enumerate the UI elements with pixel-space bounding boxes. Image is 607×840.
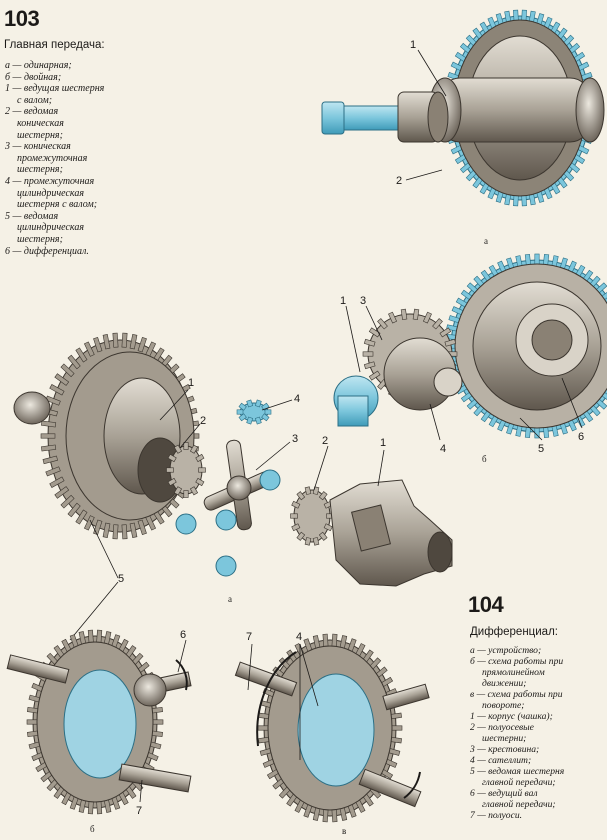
- callout-104a-1: 1: [159, 377, 194, 421]
- legend-item: 4 — сателлит;: [470, 755, 532, 766]
- differential-turning: [234, 633, 430, 823]
- svg-text:1: 1: [340, 295, 346, 307]
- callout-103b-6: 6: [561, 377, 584, 443]
- side-gear-left: [166, 442, 206, 498]
- callout-103b-4: 4: [429, 403, 446, 455]
- callout-103a-1: 1: [410, 39, 447, 97]
- svg-text:1: 1: [380, 437, 386, 449]
- svg-text:2: 2: [322, 435, 328, 447]
- legend-item: а — одинарная;: [5, 60, 72, 71]
- callout-103b-1: 1: [340, 295, 361, 373]
- figure-104-number: 104: [468, 592, 504, 617]
- callout-104a-2: 2: [179, 415, 206, 449]
- callout-104b-7: 7: [136, 779, 143, 817]
- svg-text:2: 2: [200, 415, 206, 427]
- legend-item: б — двойная;: [5, 71, 62, 83]
- final-drive-double: [333, 253, 607, 439]
- satellite-gears: [175, 399, 281, 577]
- callout-104a-3: 3: [255, 433, 298, 471]
- callout-104a-1b: 1: [377, 437, 386, 487]
- legend-item: 7 — полуоси.: [470, 810, 523, 821]
- legend-item: 6 — дифференциал.: [5, 245, 89, 257]
- subfigure-label-104b: б: [90, 824, 95, 834]
- callout-103b-5: 5: [519, 417, 544, 455]
- callout-104v-4: 4: [296, 631, 319, 760]
- drive-pinion-cyan: [333, 375, 379, 427]
- svg-text:2: 2: [396, 175, 402, 187]
- callout-103a-2: 2: [396, 169, 443, 187]
- svg-text:5: 5: [118, 573, 124, 585]
- svg-text:4: 4: [294, 393, 300, 405]
- subfigure-label-104a: а: [228, 594, 232, 604]
- final-drive-single: [321, 9, 605, 207]
- callout-104a-4: 4: [261, 393, 300, 411]
- svg-text:1: 1: [188, 377, 194, 389]
- callout-103b-3: 3: [360, 295, 383, 341]
- subfigure-label-103a: а: [484, 236, 488, 246]
- figure-103-number: 103: [4, 6, 40, 31]
- svg-text:5: 5: [538, 443, 544, 455]
- svg-text:6: 6: [180, 629, 186, 641]
- callout-104a-5: 5: [69, 519, 124, 641]
- svg-text:4: 4: [440, 443, 446, 455]
- side-gear-right: [290, 486, 334, 546]
- figure-103-legend: а — одинарная; б — двойная; 1 — ведущая …: [5, 60, 140, 257]
- svg-text:7: 7: [246, 631, 252, 643]
- legend-item: а — устройство;: [470, 645, 542, 656]
- callout-104b-6: 6: [177, 629, 187, 673]
- differential-case: [329, 479, 453, 587]
- legend-item: 3 — крестовина;: [470, 744, 540, 755]
- svg-text:3: 3: [360, 295, 366, 307]
- callout-104a-2b: 2: [313, 435, 329, 491]
- differential-straight: [6, 629, 192, 815]
- svg-text:3: 3: [292, 433, 298, 445]
- drive-pinion-shaft: [321, 91, 449, 143]
- svg-text:7: 7: [136, 805, 142, 817]
- svg-text:6: 6: [578, 431, 584, 443]
- figure-104-title: Дифференциал:: [470, 626, 558, 638]
- svg-text:4: 4: [296, 631, 302, 643]
- callout-104v-7: 7: [246, 631, 253, 691]
- differential-exploded: [13, 332, 453, 587]
- figure-103-title: Главная передача:: [4, 39, 105, 51]
- legend-item: 1 — корпус (чашка);: [470, 711, 553, 722]
- svg-text:1: 1: [410, 39, 416, 51]
- subfigure-label-103b: б: [482, 454, 487, 464]
- subfigure-label-104v: в: [342, 826, 346, 836]
